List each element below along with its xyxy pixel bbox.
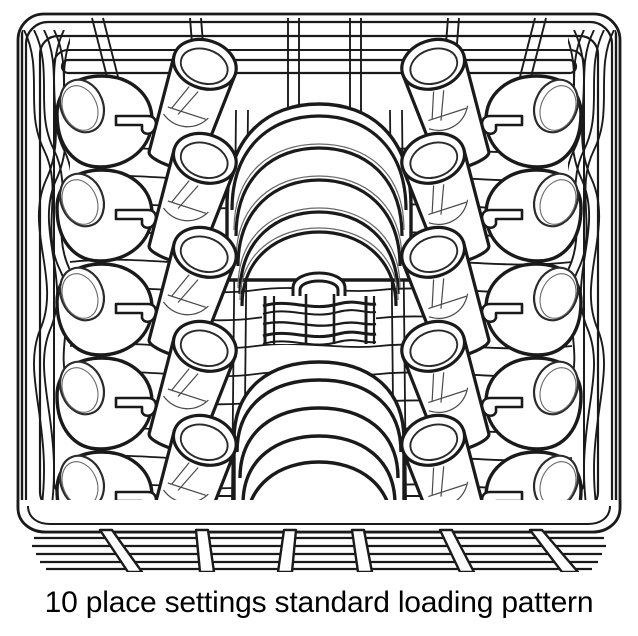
plates-upper-stack	[225, 102, 413, 307]
basket-diagram-svg	[16, 12, 622, 572]
cutlery-basket	[262, 294, 377, 346]
rack-front-edge	[16, 500, 622, 534]
cups-right-column	[480, 71, 588, 530]
cups-left-column	[50, 71, 158, 530]
rack-interior	[20, 17, 618, 530]
front-apron-struts	[98, 528, 580, 572]
caption-text: 10 place settings standard loading patte…	[44, 585, 594, 619]
dishwasher-basket-illustration	[16, 12, 622, 572]
top-rail-bar	[60, 58, 578, 75]
plates-lower-stack	[232, 360, 406, 529]
